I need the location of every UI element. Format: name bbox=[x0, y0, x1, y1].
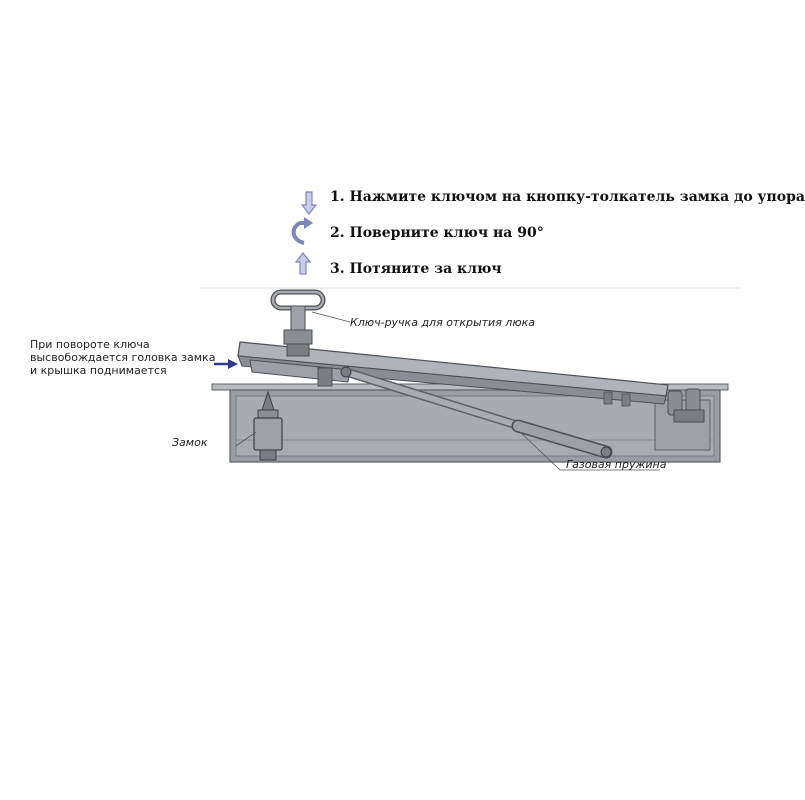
gas-spring-label: Газовая пружина bbox=[566, 458, 667, 471]
key-handle-label: Ключ-ручка для открытия люка bbox=[350, 316, 535, 329]
lock-label: Замок bbox=[172, 436, 208, 449]
release-note: При повороте ключа высвобождается головк… bbox=[30, 338, 215, 377]
arrow-down-icon bbox=[300, 191, 318, 215]
step-3-text: 3. Потяните за ключ bbox=[330, 261, 502, 277]
hinge-block bbox=[667, 388, 705, 423]
step-2-text: 2. Поверните ключ на 90° bbox=[330, 225, 544, 241]
release-note-line-2: высвобождается головка замка bbox=[30, 351, 216, 364]
rotate-arrow-icon bbox=[291, 217, 313, 245]
gas-spring-leader bbox=[519, 431, 561, 471]
lock-leader bbox=[235, 431, 257, 447]
release-note-line-1: При повороте ключа bbox=[30, 338, 150, 351]
pointer-arrow-icon bbox=[214, 359, 238, 369]
key-handle bbox=[270, 289, 326, 357]
lock-part bbox=[253, 390, 283, 461]
step-1-text: 1. Нажмите ключом на кнопку-толкатель за… bbox=[330, 189, 805, 205]
leader-lines bbox=[235, 311, 660, 471]
key-handle-leader bbox=[311, 311, 351, 323]
gas-spring bbox=[340, 366, 613, 459]
arrow-up-icon bbox=[294, 252, 312, 275]
release-note-line-3: и крышка поднимается bbox=[30, 364, 167, 377]
